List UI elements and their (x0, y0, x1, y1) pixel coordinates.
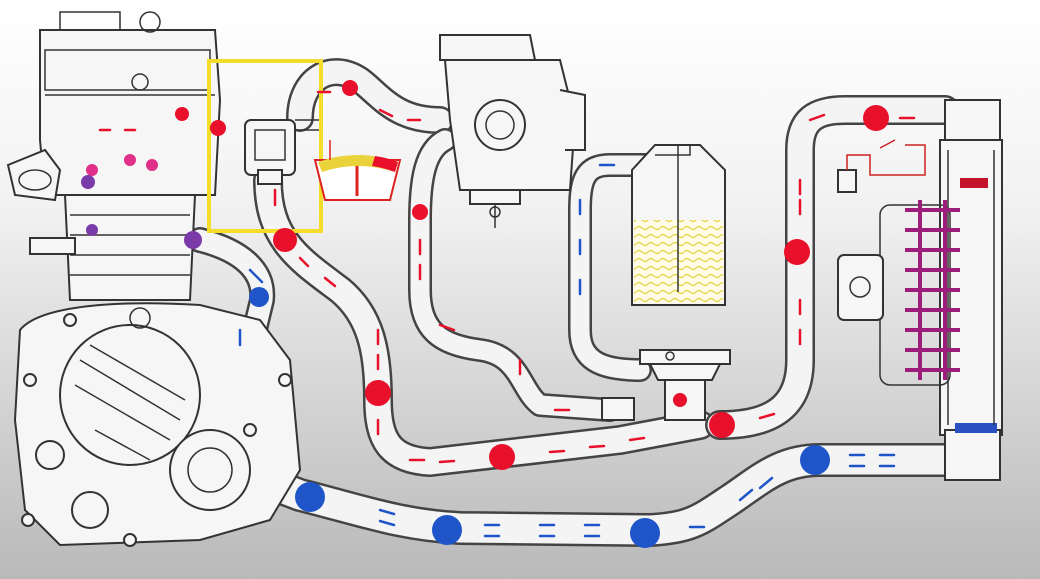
flow-dot-mixed (86, 224, 98, 236)
hose-reservoir-loop (568, 153, 667, 382)
flow-dot-hot (342, 80, 358, 96)
flow-dot-cold (249, 287, 269, 307)
flow-dot-hot (784, 239, 810, 265)
radiator-icon (837, 99, 1003, 481)
flow-dot-mixed (81, 175, 95, 189)
hose-radiator-upper (705, 95, 960, 440)
hose-top-hot (286, 58, 454, 134)
coolant-flow-arrows (98, 90, 916, 538)
engine-block-icon (6, 11, 302, 547)
flow-dot-hot (489, 444, 515, 470)
flow-dot-hot (673, 393, 687, 407)
radiator-cap-icon (601, 349, 731, 421)
flow-dot-cold (800, 445, 830, 475)
flow-dot-hot (210, 120, 226, 136)
flow-dot-engine (146, 159, 158, 171)
carburetor-icon (439, 34, 586, 228)
hose-carburetor-loop (408, 128, 622, 422)
flow-dot-hot (365, 380, 391, 406)
flow-dot-hot (273, 228, 297, 252)
flow-dot-hot (412, 204, 428, 220)
hose-cold-return (238, 443, 962, 547)
flow-dot-cold (630, 518, 660, 548)
flow-dot-cold (432, 515, 462, 545)
radiator-fins (905, 200, 960, 380)
flow-dot-mixed (184, 231, 202, 249)
flow-dot-hot (709, 412, 735, 438)
thermostat-icon (244, 119, 321, 185)
flow-dot-hot (863, 105, 889, 131)
flow-dot-engine (86, 164, 98, 176)
coolant-flow-markers (81, 80, 889, 548)
coolant-reservoir-icon (631, 144, 726, 306)
temperature-gauge-icon (313, 140, 402, 201)
flow-dot-cold (295, 482, 325, 512)
sensor-highlight-box (207, 59, 323, 233)
flow-dot-engine (124, 154, 136, 166)
flow-dot-hot (175, 107, 189, 121)
